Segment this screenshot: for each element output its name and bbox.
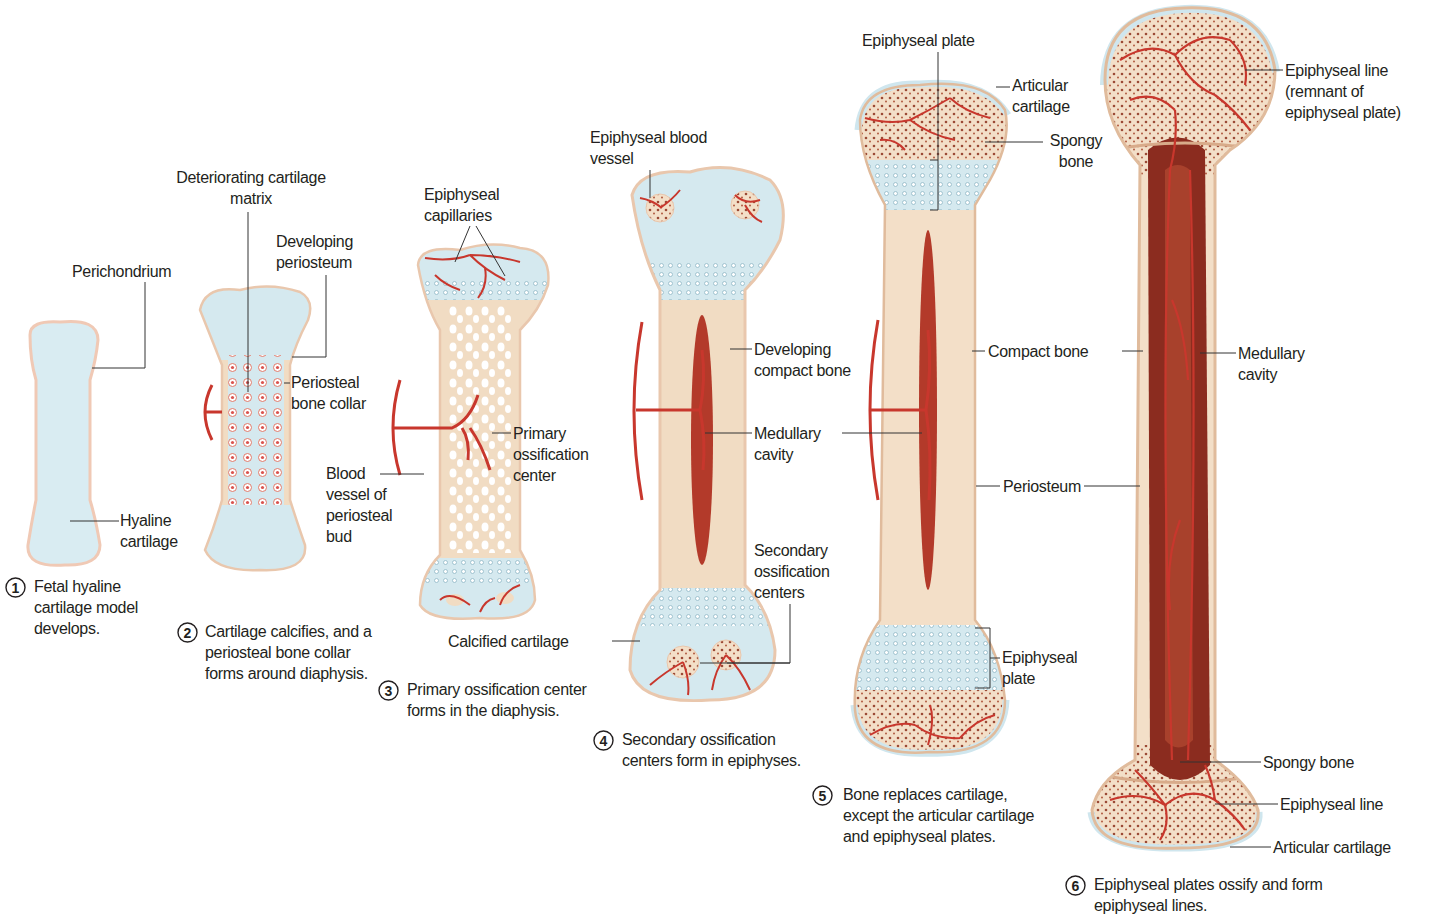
callout-number: 1	[5, 577, 26, 598]
part-label: Periosteal bone collar	[291, 372, 391, 414]
callout-number: 5	[812, 785, 833, 806]
part-label: Articular cartilage	[1273, 837, 1438, 858]
part-label: Epiphyseal capillaries	[424, 184, 534, 226]
step-number-circle: 5	[812, 785, 833, 806]
step-number-circle: 3	[378, 680, 399, 701]
part-label: Developing compact bone	[754, 339, 854, 381]
part-label: Developing periosteum	[276, 231, 388, 273]
step-caption: Secondary ossification centers form in e…	[622, 729, 812, 771]
part-label: Compact bone	[988, 341, 1128, 362]
part-label: Epiphyseal blood vessel	[590, 127, 710, 169]
part-label: Medullary cavity	[754, 423, 844, 465]
step-number-circle: 4	[593, 730, 614, 751]
part-label: Epiphyseal plate	[862, 30, 1042, 51]
step-caption: Fetal hyaline cartilage model develops.	[34, 576, 180, 639]
step-caption: Epiphyseal plates ossify and form epiphy…	[1094, 874, 1354, 916]
step-number-circle: 6	[1065, 875, 1086, 896]
part-label: Perichondrium	[72, 261, 222, 282]
part-label: Articular cartilage	[1012, 75, 1102, 117]
step-caption: Bone replaces cartilage, except the arti…	[843, 784, 1048, 847]
part-label: Secondary ossification centers	[754, 540, 862, 603]
step-caption: Primary ossification center forms in the…	[407, 679, 587, 721]
step-caption: Cartilage calcifies, and a periosteal bo…	[205, 621, 375, 684]
step-number-circle: 2	[177, 622, 198, 643]
part-label: Deteriorating cartilage matrix	[176, 167, 326, 209]
part-label: Epiphyseal line	[1280, 794, 1430, 815]
part-label: Primary ossification center	[513, 423, 618, 486]
part-label: Medullary cavity	[1238, 343, 1328, 385]
callout-number: 4	[593, 730, 614, 751]
part-label: Epiphyseal plate	[1002, 647, 1102, 689]
step-number-circle: 1	[5, 577, 26, 598]
callout-number: 3	[378, 680, 399, 701]
part-label: Calcified cartilage	[448, 631, 618, 652]
part-label: Hyaline cartilage	[120, 510, 202, 552]
callout-number: 2	[177, 622, 198, 643]
part-label: Blood vessel of periosteal bud	[326, 463, 408, 547]
part-label: Epiphyseal line (remnant of epiphyseal p…	[1285, 60, 1440, 123]
part-label: Spongy bone	[1045, 130, 1107, 172]
part-label: Periosteum	[1003, 476, 1123, 497]
callout-number: 6	[1065, 875, 1086, 896]
part-label: Spongy bone	[1263, 752, 1403, 773]
